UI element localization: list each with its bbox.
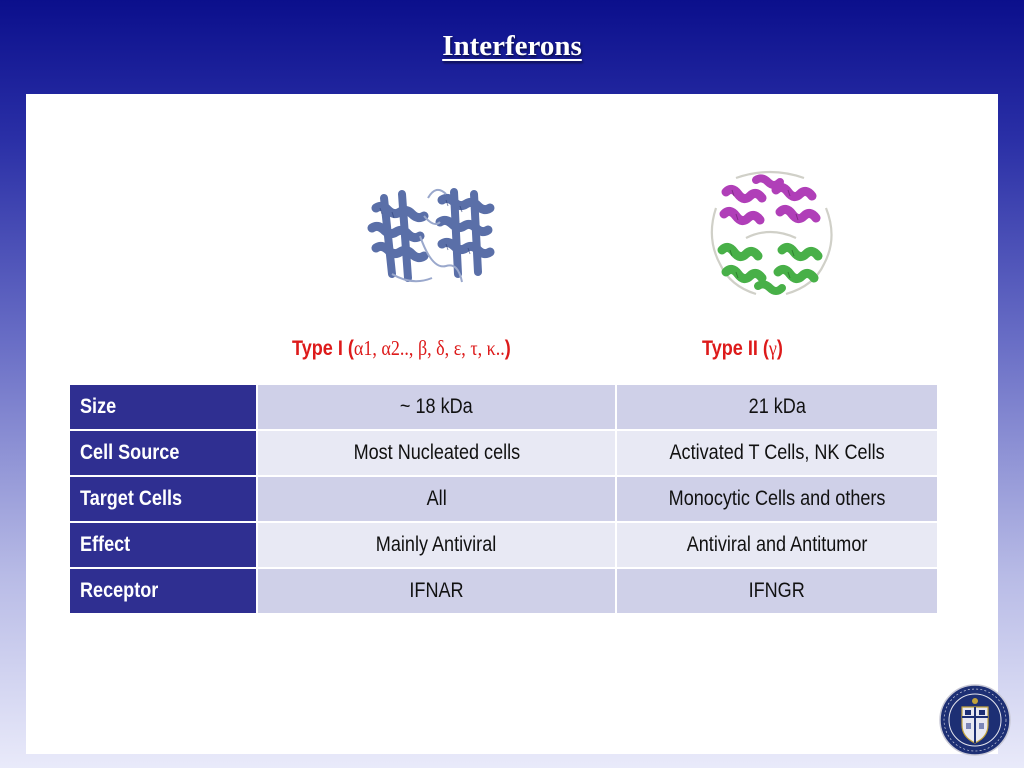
type1-cell-value: IFNAR bbox=[409, 579, 464, 602]
type2-label: Type II (γ) bbox=[702, 336, 783, 361]
type1-cell: ~ 18 kDa bbox=[256, 383, 617, 431]
row-header: Effect bbox=[68, 521, 258, 569]
university-seal-logo bbox=[939, 684, 1011, 756]
type1-label: Type I (α1, α2.., β, δ, ε, τ, κ..) bbox=[292, 336, 511, 361]
type2-greek-subtype: γ bbox=[768, 336, 777, 360]
type1-cell-value: ~ 18 kDa bbox=[400, 395, 473, 418]
row-header-label: Cell Source bbox=[80, 441, 180, 464]
type2-cell-value: IFNGR bbox=[748, 579, 806, 602]
table-row-target-cells: Target Cells All Monocytic Cells and oth… bbox=[68, 475, 939, 523]
type1-cell: Most Nucleated cells bbox=[256, 429, 617, 477]
row-header: Size bbox=[68, 383, 258, 431]
row-header: Receptor bbox=[68, 567, 258, 615]
type1-cell: All bbox=[256, 475, 617, 523]
row-header-label: Receptor bbox=[80, 579, 159, 602]
type1-cell: IFNAR bbox=[256, 567, 617, 615]
row-header: Cell Source bbox=[68, 429, 258, 477]
slide-title: Interferons bbox=[442, 30, 582, 62]
type1-cell-value: All bbox=[426, 487, 447, 510]
type2-protein-structure-image bbox=[710, 170, 833, 296]
type2-cell: Activated T Cells, NK Cells bbox=[615, 429, 939, 477]
table-row-size: Size ~ 18 kDa 21 kDa bbox=[68, 383, 939, 431]
type2-cell: 21 kDa bbox=[615, 383, 939, 431]
type2-cell: IFNGR bbox=[615, 567, 939, 615]
row-header-label: Target Cells bbox=[80, 487, 183, 510]
table-row-effect: Effect Mainly Antiviral Antiviral and An… bbox=[68, 521, 939, 569]
type1-cell-value: Most Nucleated cells bbox=[353, 441, 520, 464]
type2-label-suffix: ) bbox=[776, 337, 783, 360]
type2-cell-value: 21 kDa bbox=[748, 395, 806, 418]
type2-cell-value: Antiviral and Antitumor bbox=[686, 533, 868, 556]
table-row-cell-source: Cell Source Most Nucleated cells Activat… bbox=[68, 429, 939, 477]
row-header: Target Cells bbox=[68, 475, 258, 523]
type2-label-prefix: Type II ( bbox=[702, 337, 769, 360]
row-header-label: Effect bbox=[80, 533, 131, 556]
row-header-label: Size bbox=[80, 395, 117, 418]
type2-cell-value: Activated T Cells, NK Cells bbox=[669, 441, 885, 464]
type1-protein-structure-image bbox=[367, 188, 495, 283]
type1-label-prefix: Type I ( bbox=[292, 337, 354, 360]
table-row-receptor: Receptor IFNAR IFNGR bbox=[68, 567, 939, 615]
type2-cell: Monocytic Cells and others bbox=[615, 475, 939, 523]
type1-greek-subtypes: α1, α2.., β, δ, ε, τ, κ.. bbox=[353, 336, 505, 360]
type2-cell: Antiviral and Antitumor bbox=[615, 521, 939, 569]
type2-cell-value: Monocytic Cells and others bbox=[668, 487, 886, 510]
type1-cell-value: Mainly Antiviral bbox=[376, 533, 497, 556]
interferon-comparison-table: Size ~ 18 kDa 21 kDa Cell Source Most Nu… bbox=[68, 383, 939, 615]
type1-label-suffix: ) bbox=[504, 337, 511, 360]
type1-cell: Mainly Antiviral bbox=[256, 521, 617, 569]
